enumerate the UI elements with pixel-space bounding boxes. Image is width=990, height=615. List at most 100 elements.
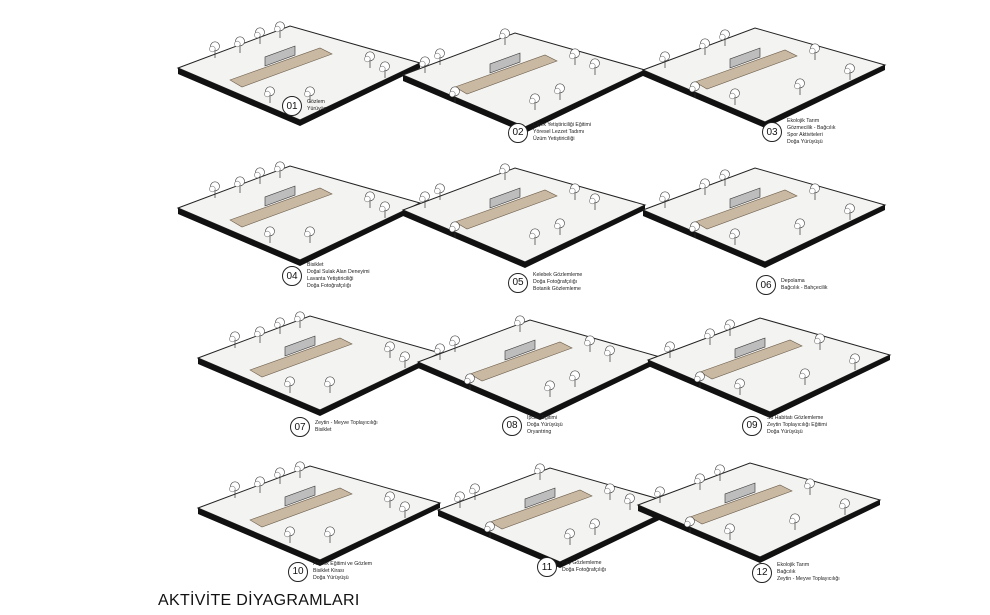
activity-line: Doğa Yürüyüşü xyxy=(787,139,823,145)
tree-icon xyxy=(604,483,615,500)
tree-icon xyxy=(569,370,580,387)
structure-volume xyxy=(724,482,756,504)
tree-icon xyxy=(234,176,245,193)
isometric-site-drawing xyxy=(176,21,422,126)
tree-icon xyxy=(274,21,285,38)
tree-icon xyxy=(554,218,565,235)
tree-icon xyxy=(499,28,510,45)
activity-line: Gözmecilik - Bağcılık xyxy=(787,125,836,131)
activity-line: Ekolojik Tarım xyxy=(777,562,810,568)
tree-icon xyxy=(514,315,525,332)
activity-line: Doğa Yürüyüşü xyxy=(767,429,803,435)
terrain-edge xyxy=(643,205,885,268)
activity-line: Yürüyüş xyxy=(307,106,327,112)
tree-icon xyxy=(529,228,540,245)
tree-icon xyxy=(324,376,335,393)
tree-icon xyxy=(449,221,460,238)
tree-icon xyxy=(294,311,305,328)
diagram-number: 08 xyxy=(502,415,522,436)
terrain-edge xyxy=(178,203,420,266)
isometric-site-drawing xyxy=(646,317,892,418)
activity-line: Bisiklet xyxy=(307,262,324,268)
activity-line: Doğa Fotoğrafçılığı xyxy=(533,279,578,285)
activity-line: Doğa Fotoğrafçılığı xyxy=(562,567,607,573)
terrain-edge xyxy=(178,63,420,126)
wooden-walkway xyxy=(229,47,333,88)
tree-icon xyxy=(434,183,445,200)
diagram-number: 09 xyxy=(742,415,762,436)
activity-line: Doğal Sulak Alan Deneyimi xyxy=(307,269,370,275)
wooden-walkway xyxy=(229,187,333,228)
diagram-number: 07 xyxy=(290,417,310,437)
activity-diagram-10 xyxy=(190,448,450,598)
terrain-edge xyxy=(198,503,440,566)
diagram-number: 10 xyxy=(288,561,308,582)
isometric-site-drawing xyxy=(436,463,682,568)
structure-volume xyxy=(489,52,521,74)
activity-diagram-03 xyxy=(635,10,895,160)
terrain-edge xyxy=(403,205,645,268)
isometric-site-drawing xyxy=(401,163,647,268)
tree-icon xyxy=(849,353,860,370)
wooden-walkway xyxy=(489,489,593,530)
activity-line: İpcilik Eğitimi xyxy=(527,415,557,421)
tree-icon xyxy=(284,376,295,393)
tree-icon xyxy=(554,83,565,100)
structure-volume xyxy=(729,187,761,209)
tree-icon xyxy=(659,191,670,208)
wooden-walkway xyxy=(454,54,558,95)
structure-volume xyxy=(284,485,316,507)
isometric-site-drawing xyxy=(636,462,882,563)
tree-icon xyxy=(694,473,705,490)
terrain-edge xyxy=(403,70,645,133)
activity-diagram-09 xyxy=(640,300,900,450)
isometric-site-drawing xyxy=(196,461,442,566)
activity-diagram-07 xyxy=(190,298,450,448)
tree-icon xyxy=(544,380,555,397)
structure-volume xyxy=(729,47,761,69)
isometric-site-drawing xyxy=(401,28,647,133)
tree-icon xyxy=(434,48,445,65)
tree-icon xyxy=(209,181,220,198)
tree-icon xyxy=(234,36,245,53)
structure-volume xyxy=(284,335,316,357)
tree-icon xyxy=(719,169,730,186)
tree-icon xyxy=(254,326,265,343)
activity-line: Kelebek Gözlemleme xyxy=(533,272,583,278)
tree-icon xyxy=(839,498,850,515)
tree-icon xyxy=(714,464,725,481)
tree-icon xyxy=(384,341,395,358)
isometric-site-drawing xyxy=(641,167,887,268)
terrain-surface xyxy=(641,27,887,123)
diagram-number: 02 xyxy=(508,122,528,143)
terrain-surface xyxy=(401,167,647,263)
tree-icon xyxy=(729,228,740,245)
terrain-surface xyxy=(646,317,892,413)
tree-icon xyxy=(274,467,285,484)
tree-icon xyxy=(589,518,600,535)
tree-icon xyxy=(254,476,265,493)
activity-line: Oryantring xyxy=(527,429,552,435)
activity-line: Doğa Fotoğrafçılığı xyxy=(307,283,352,289)
tree-icon xyxy=(434,343,445,360)
structure-volume xyxy=(734,337,766,359)
wooden-walkway xyxy=(249,487,353,528)
diagram-number: 06 xyxy=(756,275,776,295)
structure-volume xyxy=(504,339,536,361)
tree-icon xyxy=(654,486,665,503)
tree-icon xyxy=(229,481,240,498)
